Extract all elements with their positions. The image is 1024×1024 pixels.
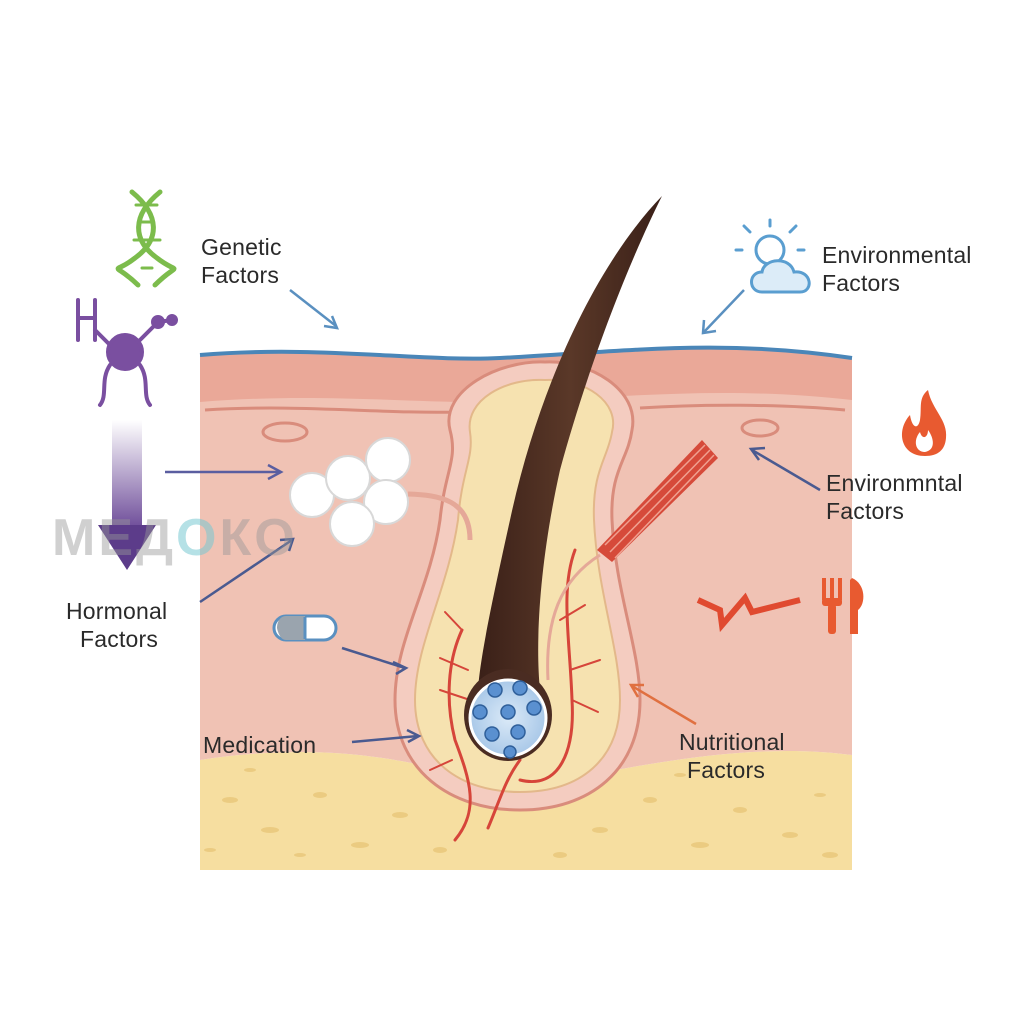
medication-arrow (351, 728, 422, 744)
epidermis-surface-line (199, 345, 853, 361)
watermark-part1: МЕД (52, 509, 177, 567)
arrector-pili-muscle (546, 440, 718, 681)
blood-vessels (429, 548, 601, 842)
environmental-top-arrow (701, 289, 745, 335)
flame-icon (902, 390, 947, 456)
environmental-mid-arrow (748, 446, 821, 492)
label-genetic-factors: Genetic Factors (201, 234, 282, 288)
fork-knife-icon (822, 578, 864, 634)
downward-arrow-icon (98, 420, 156, 570)
label-environmental-factors-mid: Environmntal Factors (826, 470, 963, 524)
sun-cloud-icon (734, 218, 811, 294)
watermark-part3: КО (219, 509, 298, 567)
watermark-part2: О (176, 509, 220, 567)
sebaceous-gland (289, 437, 411, 547)
papilla-cells (472, 680, 542, 759)
genetic-arrow (289, 289, 340, 330)
label-nutritional-factors: Nutritional Factors (679, 729, 785, 783)
lightning-icon (696, 592, 801, 633)
hormone-molecule-icon (76, 298, 178, 407)
dna-icon (115, 189, 177, 288)
hair-shaft (478, 196, 662, 690)
watermark-logo: МЕДОКО (52, 508, 298, 568)
fat-texture (204, 768, 838, 858)
hormonal-arrow-lower (199, 537, 295, 604)
pill-icon (272, 614, 338, 642)
label-hormonal-factors: Hormonal Factors (66, 598, 168, 652)
pill-arrow (341, 646, 409, 676)
nutritional-arrow (628, 683, 697, 726)
label-environmental-factors-top: Environmental Factors (822, 242, 972, 296)
hormonal-arrow-upper (165, 463, 284, 481)
label-medication: Medication (203, 732, 317, 758)
